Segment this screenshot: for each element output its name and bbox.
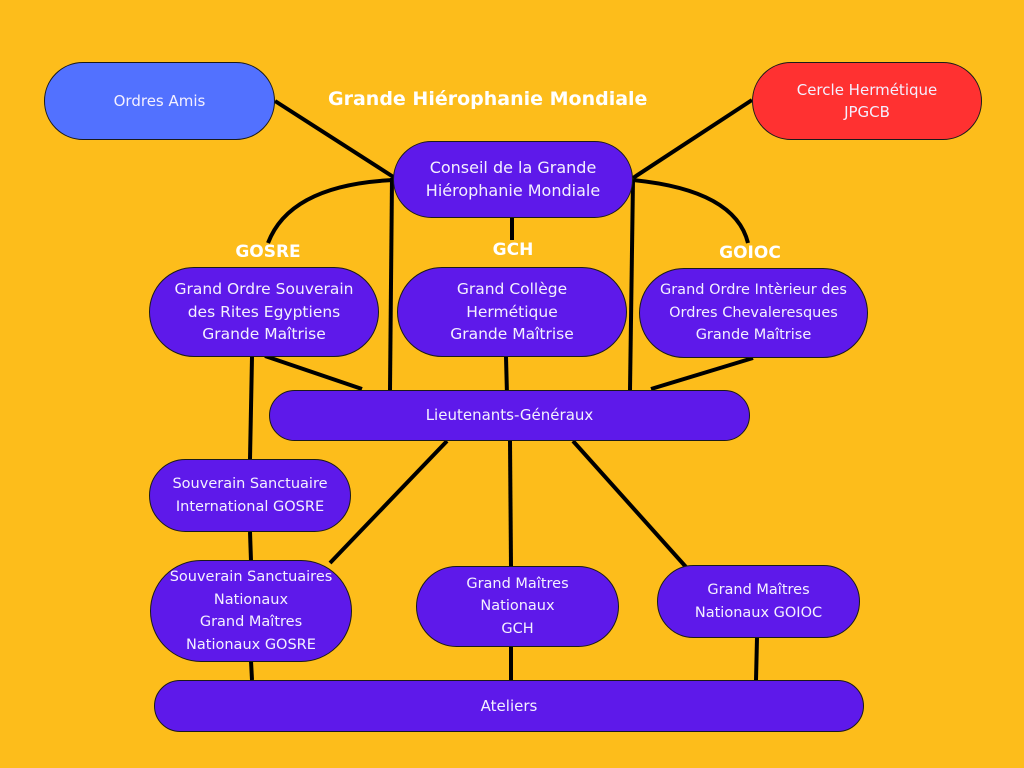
link-gosre-sanctuaire — [248, 356, 254, 460]
link-lieutenants-gmgoioc — [571, 439, 688, 569]
node-sanctuaire-international[interactable]: Souverain Sanctuaire International GOSRE — [149, 459, 351, 532]
node-ordres-amis[interactable]: Ordres Amis — [44, 62, 275, 140]
node-gm-gch[interactable]: Grand Maîtres Nationaux GCH — [416, 566, 619, 647]
node-gch[interactable]: Grand Collège Hermétique Grande Maîtrise — [397, 267, 627, 357]
label-gch: GCH — [492, 240, 534, 260]
node-cercle-hermetique[interactable]: Cercle Hermétique JPGCB — [752, 62, 982, 140]
diagram-title: Grande Hiérophanie Mondiale — [328, 88, 648, 110]
label-gosre: GOSRE — [235, 242, 301, 262]
link-conseil-goioc-label — [632, 178, 750, 244]
link-sanctuaire-nationaux — [248, 531, 253, 562]
link-nationaux-ateliers — [249, 660, 254, 681]
node-goioc[interactable]: Grand Ordre Intèrieur des Ordres Chevale… — [639, 268, 868, 358]
link-goioc-lieutenants — [650, 356, 754, 391]
node-gosre[interactable]: Grand Ordre Souverain des Rites Egyptien… — [149, 267, 379, 357]
link-conseil-lieutenants-left — [388, 177, 394, 391]
node-ateliers[interactable]: Ateliers — [154, 680, 864, 732]
link-lieutenants-gmgch — [508, 440, 513, 567]
link-cercle-conseil — [631, 98, 754, 180]
link-gosre-lieutenants — [264, 354, 363, 391]
link-conseil-gosre-label — [266, 178, 394, 244]
node-sanctuaires-nationaux[interactable]: Souverain Sanctuaires Nationaux Grand Ma… — [150, 560, 352, 662]
node-gm-goioc[interactable]: Grand Maîtres Nationaux GOIOC — [657, 565, 860, 638]
link-lieutenants-nationaux — [328, 439, 449, 565]
node-lieutenants[interactable]: Lieutenants-Généraux — [269, 390, 750, 441]
link-gmgoioc-ateliers — [754, 637, 759, 681]
label-goioc: GOIOC — [719, 243, 781, 263]
link-gch-lieutenants — [504, 356, 509, 396]
link-ordres-amis-conseil — [273, 99, 397, 180]
node-conseil[interactable]: Conseil de la Grande Hiérophanie Mondial… — [393, 141, 633, 218]
link-conseil-lieutenants-right — [628, 179, 635, 391]
